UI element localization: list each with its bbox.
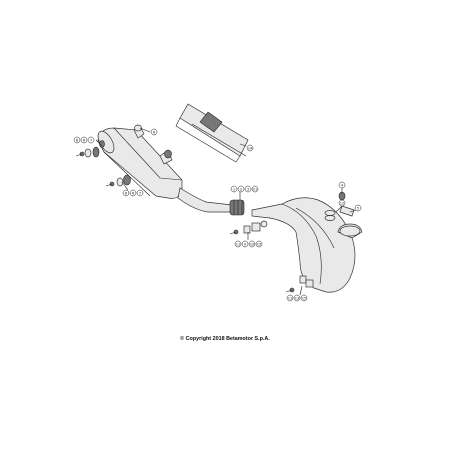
- callout-9c: 10: [250, 242, 255, 246]
- callout-group-5: 14: [246, 144, 254, 152]
- callout-group-10: 11 13 15: [286, 294, 308, 302]
- callout-group-1: 8 6 7: [73, 136, 95, 144]
- callout-group-8: 5: [354, 204, 362, 212]
- callout-group-7: 12: [338, 199, 346, 207]
- callout-3c: 7: [139, 191, 141, 195]
- silencer: [97, 125, 183, 199]
- callouts: 8 6 7 6 8 6 7 1 2 3 21 14: [73, 128, 362, 302]
- heat-shield: [175, 103, 249, 163]
- callout-group-6: 4: [338, 181, 346, 189]
- coupling-spring: [229, 199, 245, 216]
- callout-10c: 15: [302, 296, 307, 300]
- callout-10a: 11: [288, 296, 293, 300]
- callout-2: 6: [153, 130, 156, 134]
- callout-4c: 3: [247, 187, 249, 191]
- callout-4b: 2: [240, 187, 242, 191]
- callout-4a: 1: [233, 187, 235, 191]
- expansion-chamber: [251, 197, 363, 293]
- copyright-notice: © Copyright 2018 Betamotor S.p.A.: [180, 336, 270, 342]
- callout-3b: 6: [132, 191, 135, 195]
- callout-group-2: 6: [150, 128, 158, 136]
- callout-9d: 15: [257, 242, 262, 246]
- callout-9b: 9: [244, 242, 247, 246]
- leader-lines: [95, 127, 357, 296]
- callout-6: 4: [341, 183, 344, 187]
- callout-10b: 13: [295, 296, 300, 300]
- callout-1c: 7: [90, 138, 92, 142]
- callout-group-3: 8 6 7: [122, 189, 144, 197]
- link-pipe: [177, 187, 235, 213]
- callout-5: 14: [248, 146, 253, 150]
- callout-4d: 21: [253, 187, 258, 191]
- callout-1b: 6: [83, 138, 86, 142]
- callout-9a: 11: [236, 242, 241, 246]
- callout-group-4: 1 2 3 21: [230, 185, 259, 193]
- callout-3a: 8: [125, 191, 128, 195]
- callout-group-9: 11 9 10 15: [234, 240, 263, 248]
- callout-7: 12: [340, 201, 345, 205]
- callout-1a: 8: [76, 138, 79, 142]
- callout-8: 5: [357, 206, 359, 210]
